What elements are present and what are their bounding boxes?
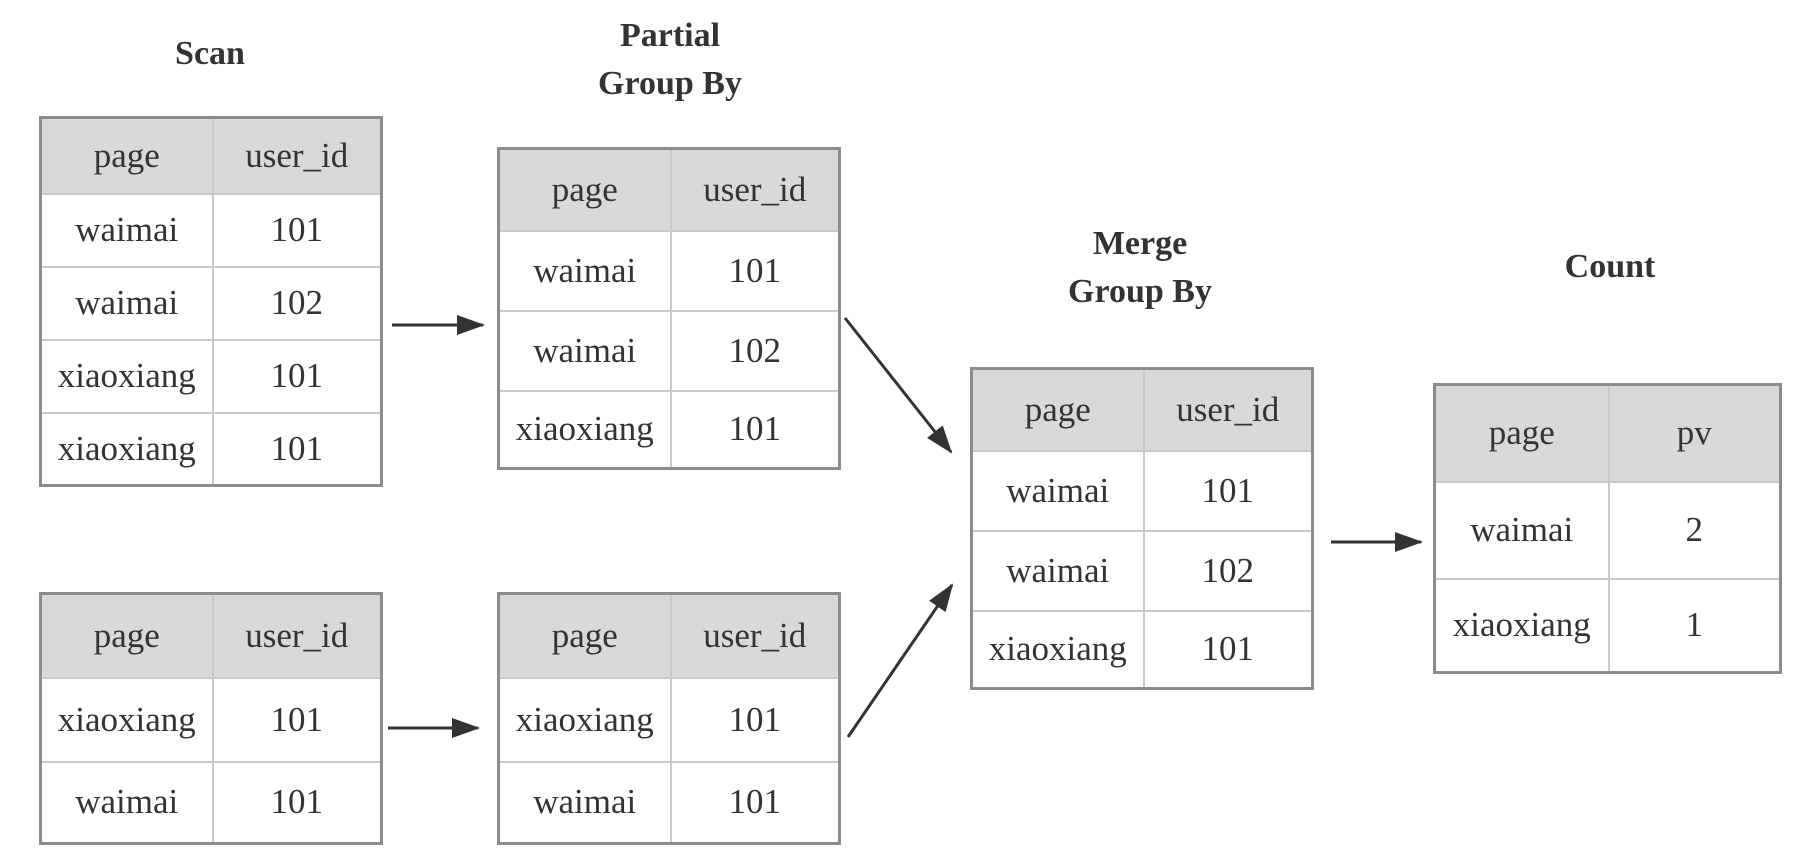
user-id-cell: 101: [1142, 449, 1314, 532]
table-header-row: page user_id: [497, 147, 841, 232]
column-header: user_id: [211, 592, 383, 679]
user-id-cell: 101: [211, 760, 383, 845]
page-cell: waimai: [497, 760, 672, 845]
table-row: waimai 101: [39, 192, 383, 268]
page-cell: xiaoxiang: [970, 609, 1145, 690]
arrow-partial-top-to-merge: [843, 317, 953, 454]
table-row: xiaoxiang 1: [1433, 577, 1782, 674]
table-row: xiaoxiang 101: [970, 609, 1314, 690]
user-id-cell: 101: [211, 192, 383, 268]
table-row: xiaoxiang 101: [497, 676, 841, 763]
column-header: user_id: [669, 592, 841, 679]
page-cell: xiaoxiang: [39, 676, 214, 763]
user-id-cell: 102: [211, 265, 383, 341]
pv-cell: 1: [1607, 577, 1782, 674]
user-id-cell: 101: [211, 338, 383, 414]
user-id-cell: 102: [1142, 529, 1314, 612]
page-cell: waimai: [39, 265, 214, 341]
column-header: user_id: [1142, 367, 1314, 452]
column-header: user_id: [669, 147, 841, 232]
table-header-row: page user_id: [497, 592, 841, 679]
table-row: xiaoxiang 101: [39, 338, 383, 414]
page-cell: xiaoxiang: [497, 389, 672, 470]
page-cell: waimai: [970, 529, 1145, 612]
partial-title-line2: Group By: [598, 65, 742, 102]
merge-title-line1: Merge: [1092, 225, 1188, 262]
count-table: page pv waimai 2 xiaoxiang 1: [1433, 383, 1782, 674]
merge-title-line2: Group By: [1068, 273, 1212, 310]
page-cell: waimai: [497, 229, 672, 312]
merge-group-by-table: page user_id waimai 101 waimai 102 xiaox…: [970, 367, 1314, 690]
table-row: waimai 101: [497, 760, 841, 845]
column-header: page: [497, 592, 672, 679]
table-row: waimai 2: [1433, 480, 1782, 580]
partial-title-line1: Partial: [619, 17, 721, 54]
table-row: xiaoxiang 101: [39, 411, 383, 487]
user-id-cell: 101: [211, 676, 383, 763]
column-header: user_id: [211, 116, 383, 195]
user-id-cell: 101: [211, 411, 383, 487]
page-cell: xiaoxiang: [39, 411, 214, 487]
partial-group-by-table-bottom: page user_id xiaoxiang 101 waimai 101: [497, 592, 841, 845]
column-header: page: [970, 367, 1145, 452]
table-row: waimai 102: [39, 265, 383, 341]
user-id-cell: 101: [669, 676, 841, 763]
scan-table-bottom: page user_id xiaoxiang 101 waimai 101: [39, 592, 383, 845]
column-header: page: [39, 116, 214, 195]
user-id-cell: 101: [1142, 609, 1314, 690]
column-header: page: [1433, 383, 1610, 483]
user-id-cell: 101: [669, 760, 841, 845]
count-title: Count: [1510, 243, 1710, 291]
arrow-partial-bottom-to-merge: [846, 583, 954, 738]
page-cell: waimai: [39, 192, 214, 268]
partial-group-by-title: Partial Group By: [560, 12, 780, 108]
table-row: xiaoxiang 101: [497, 389, 841, 470]
pv-cell: 2: [1607, 480, 1782, 580]
partial-group-by-table-top: page user_id waimai 101 waimai 102 xiaox…: [497, 147, 841, 470]
scan-table-top: page user_id waimai 101 waimai 102 xiaox…: [39, 116, 383, 487]
table-header-row: page user_id: [39, 116, 383, 195]
page-cell: xiaoxiang: [1433, 577, 1610, 674]
page-cell: waimai: [497, 309, 672, 392]
table-row: waimai 101: [970, 449, 1314, 532]
table-row: waimai 101: [497, 229, 841, 312]
count-title-text: Count: [1564, 248, 1656, 285]
user-id-cell: 102: [669, 309, 841, 392]
page-cell: waimai: [1433, 480, 1610, 580]
table-row: xiaoxiang 101: [39, 676, 383, 763]
column-header: pv: [1607, 383, 1782, 483]
scan-title-text: Scan: [175, 35, 245, 72]
user-id-cell: 101: [669, 229, 841, 312]
table-row: waimai 101: [39, 760, 383, 845]
scan-title: Scan: [150, 30, 270, 78]
table-row: waimai 102: [970, 529, 1314, 612]
column-header: page: [497, 147, 672, 232]
table-header-row: page pv: [1433, 383, 1782, 483]
table-row: waimai 102: [497, 309, 841, 392]
merge-group-by-title: Merge Group By: [1030, 220, 1250, 316]
column-header: page: [39, 592, 214, 679]
page-cell: waimai: [39, 760, 214, 845]
page-cell: waimai: [970, 449, 1145, 532]
table-header-row: page user_id: [970, 367, 1314, 452]
table-header-row: page user_id: [39, 592, 383, 679]
page-cell: xiaoxiang: [497, 676, 672, 763]
page-cell: xiaoxiang: [39, 338, 214, 414]
user-id-cell: 101: [669, 389, 841, 470]
